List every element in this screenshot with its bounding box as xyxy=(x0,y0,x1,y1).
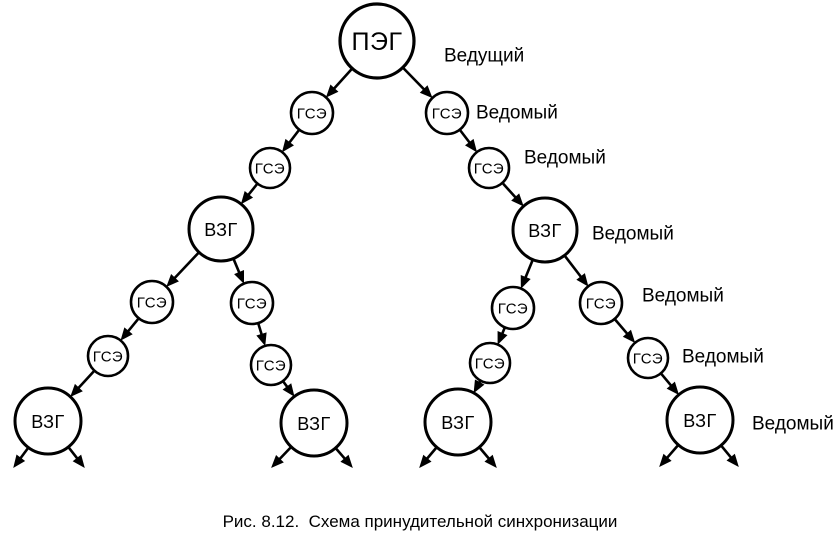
node-circle xyxy=(248,146,292,190)
terminal-arrow-m6-4 xyxy=(419,447,438,468)
node-circle xyxy=(626,336,670,380)
node-label: ГСЭ xyxy=(237,296,267,313)
node-label: ВЗГ xyxy=(297,414,331,434)
node-label: ГСЭ xyxy=(297,106,327,123)
node-circle xyxy=(338,2,416,80)
node-m1-ГСЭ[interactable]: ГСЭ xyxy=(424,90,470,136)
terminal-arrow-n6-1 xyxy=(67,446,85,469)
role-labels-layer: ВедущийВедомыйВедомыйВедомыйВедомыйВедом… xyxy=(444,46,834,435)
node-m7-ГСЭ[interactable]: ГСЭ xyxy=(578,280,624,326)
terminal-arrow-m6-5 xyxy=(478,447,497,468)
node-circle xyxy=(468,341,512,385)
node-n0-ПЭГ[interactable]: ПЭГ xyxy=(338,2,416,80)
terminal-arrow-n9-2 xyxy=(271,446,292,468)
node-circle xyxy=(86,334,130,378)
node-n8-ГСЭ[interactable]: ГСЭ xyxy=(249,343,293,387)
edge-n5-to-n6 xyxy=(70,370,95,397)
node-circle xyxy=(578,280,624,326)
edge-n3-to-n4 xyxy=(166,252,200,287)
node-m6-ВЗГ[interactable]: ВЗГ xyxy=(423,387,493,457)
node-n9-ВЗГ[interactable]: ВЗГ xyxy=(279,388,349,458)
node-n4-ГСЭ[interactable]: ГСЭ xyxy=(129,279,175,325)
node-label: ПЭГ xyxy=(352,28,403,56)
edge-m4-to-m5 xyxy=(497,327,508,345)
terminal-arrow-n6-0 xyxy=(13,447,29,469)
node-label: ГСЭ xyxy=(137,295,167,312)
edge-m5-to-m6 xyxy=(473,379,485,394)
terminal-arrow-m9-6 xyxy=(659,444,679,467)
edge-n3-to-n7 xyxy=(232,258,245,284)
node-n6-ВЗГ[interactable]: ВЗГ xyxy=(13,386,83,456)
node-n2-ГСЭ[interactable]: ГСЭ xyxy=(248,146,292,190)
node-label: ГСЭ xyxy=(255,161,285,178)
node-m2-ГСЭ[interactable]: ГСЭ xyxy=(467,146,511,190)
node-circle xyxy=(511,196,579,264)
node-m5-ГСЭ[interactable]: ГСЭ xyxy=(468,341,512,385)
edge-n0-to-m1 xyxy=(402,67,433,99)
node-circle xyxy=(423,387,493,457)
role-label-r5: Ведомый xyxy=(682,347,764,368)
node-m9-ВЗГ[interactable]: ВЗГ xyxy=(665,385,735,455)
edge-n8-to-n9 xyxy=(282,381,295,397)
edge-m3-to-m7 xyxy=(564,255,589,287)
node-label: ГСЭ xyxy=(586,296,616,313)
edge-m7-to-m8 xyxy=(614,318,636,344)
node-n3-ВЗГ[interactable]: ВЗГ xyxy=(187,195,255,263)
role-label-r2: Ведомый xyxy=(524,148,606,169)
role-label-r1: Ведомый xyxy=(476,103,558,124)
nodes-layer: ПЭГ ГСЭ ГСЭ ВЗГ ГСЭ ГСЭ ВЗГ ГСЭ ГСЭ ВЗГ ГСЭ ГСЭ ВЗГ Г… xyxy=(13,2,735,458)
node-circle xyxy=(279,388,349,458)
node-n7-ГСЭ[interactable]: ГСЭ xyxy=(229,280,275,326)
terminal-arrows-layer xyxy=(13,444,739,469)
node-circle xyxy=(229,280,275,326)
node-label: ГСЭ xyxy=(633,351,663,368)
edges-layer xyxy=(70,67,679,397)
node-circle xyxy=(289,90,335,136)
node-circle xyxy=(467,146,511,190)
node-label: ГСЭ xyxy=(256,358,286,375)
node-circle xyxy=(13,386,83,456)
edge-m1-to-m2 xyxy=(459,129,478,153)
node-circle xyxy=(665,385,735,455)
node-label: ВЗГ xyxy=(31,412,65,432)
edge-n7-to-n8 xyxy=(256,323,267,347)
edge-m8-to-m9 xyxy=(660,373,679,395)
edge-n4-to-n5 xyxy=(120,318,140,341)
node-label: ГСЭ xyxy=(474,161,504,178)
role-label-r6: Ведомый xyxy=(752,414,834,435)
node-m4-ГСЭ[interactable]: ГСЭ xyxy=(490,285,536,331)
node-circle xyxy=(187,195,255,263)
node-label: ВЗГ xyxy=(204,220,238,240)
edge-n2-to-n3 xyxy=(240,183,258,205)
figure-caption: Рис. 8.12. Схема принудительной синхрони… xyxy=(222,512,618,531)
role-label-r4: Ведомый xyxy=(642,286,724,307)
node-circle xyxy=(490,285,536,331)
terminal-arrow-m9-7 xyxy=(720,445,739,467)
role-label-r3: Ведомый xyxy=(592,224,674,245)
node-circle xyxy=(129,279,175,325)
node-n5-ГСЭ[interactable]: ГСЭ xyxy=(86,334,130,378)
node-label: ГСЭ xyxy=(93,349,123,366)
edge-n1-to-n2 xyxy=(281,129,300,153)
node-m3-ВЗГ[interactable]: ВЗГ xyxy=(511,196,579,264)
node-circle xyxy=(424,90,470,136)
node-label: ГСЭ xyxy=(475,356,505,373)
node-label: ГСЭ xyxy=(432,106,462,123)
edge-m3-to-m4 xyxy=(520,260,534,289)
role-label-r0: Ведущий xyxy=(444,46,524,67)
node-label: ВЗГ xyxy=(683,411,717,431)
edge-n0-to-n1 xyxy=(325,68,353,98)
node-m8-ГСЭ[interactable]: ГСЭ xyxy=(626,336,670,380)
edge-m2-to-m3 xyxy=(502,182,524,207)
node-circle xyxy=(249,343,293,387)
node-label: ВЗГ xyxy=(441,413,475,433)
node-label: ГСЭ xyxy=(498,301,528,318)
terminal-arrow-n9-3 xyxy=(335,447,353,468)
node-label: ВЗГ xyxy=(528,221,562,241)
node-n1-ГСЭ[interactable]: ГСЭ xyxy=(289,90,335,136)
